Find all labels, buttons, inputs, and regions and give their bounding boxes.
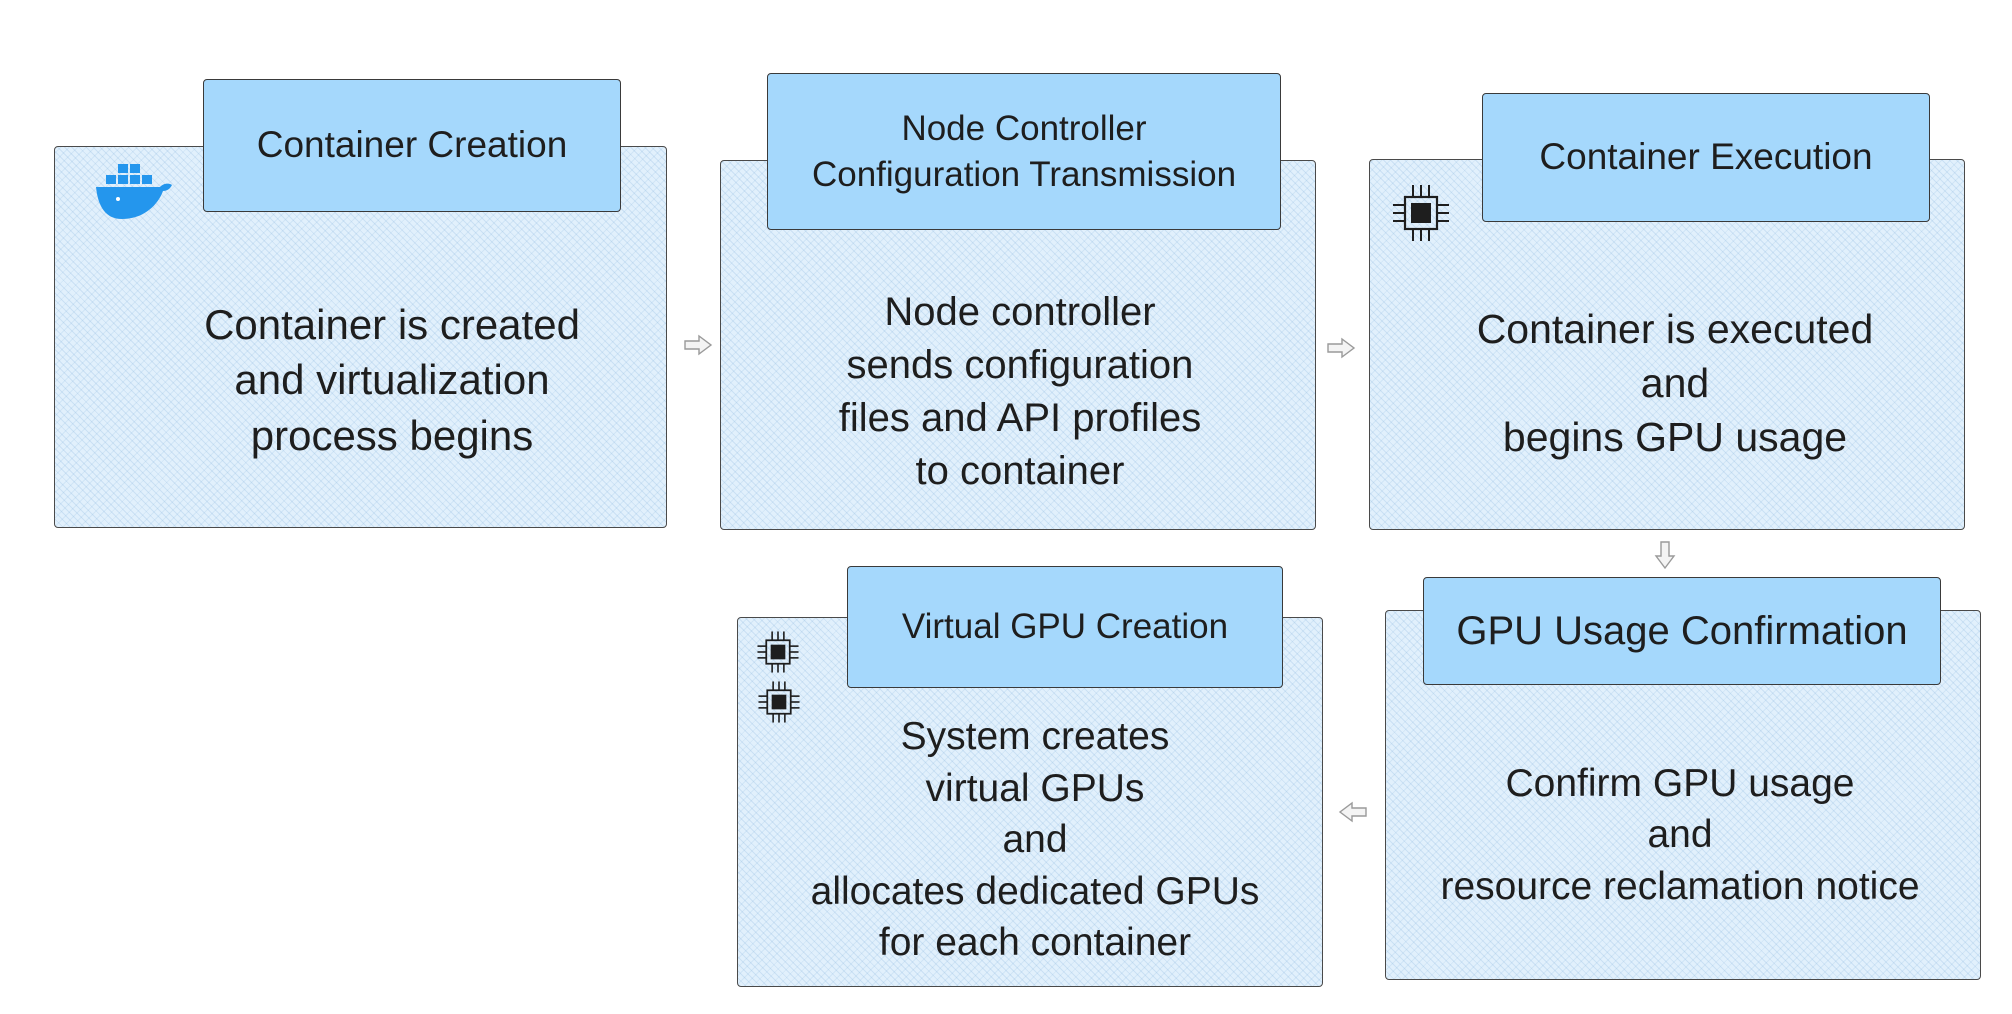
step-body-container-creation: Container is created and virtualization … bbox=[204, 300, 580, 459]
step-title-container-execution: Container Execution bbox=[1482, 93, 1930, 222]
step-body-container-execution: Container is executed and begins GPU usa… bbox=[1476, 305, 1874, 461]
step-body-gpu-usage-confirmation: Confirm GPU usage and resource reclamati… bbox=[1440, 761, 1920, 908]
chip-icon bbox=[757, 680, 801, 724]
flow-arrow-right-icon bbox=[683, 334, 713, 361]
flow-arrow-left-icon bbox=[1338, 801, 1368, 828]
step-body-node-controller: Node controller sends configuration file… bbox=[838, 290, 1202, 493]
chip-icon bbox=[1391, 183, 1451, 243]
step-title-gpu-usage-confirmation: GPU Usage Confirmation bbox=[1423, 577, 1941, 685]
step-title-container-creation: Container Creation bbox=[203, 79, 621, 212]
docker-whale-icon bbox=[94, 163, 174, 225]
step-body-virtual-gpu-creation: System creates virtual GPUs and allocate… bbox=[810, 715, 1260, 965]
chip-icon bbox=[756, 630, 800, 674]
flow-arrow-right-icon bbox=[1326, 337, 1356, 364]
flow-arrow-down-icon bbox=[1654, 540, 1676, 575]
step-title-virtual-gpu-creation: Virtual GPU Creation bbox=[847, 566, 1283, 688]
step-title-node-controller: Node Controller Configuration Transmissi… bbox=[767, 73, 1281, 230]
